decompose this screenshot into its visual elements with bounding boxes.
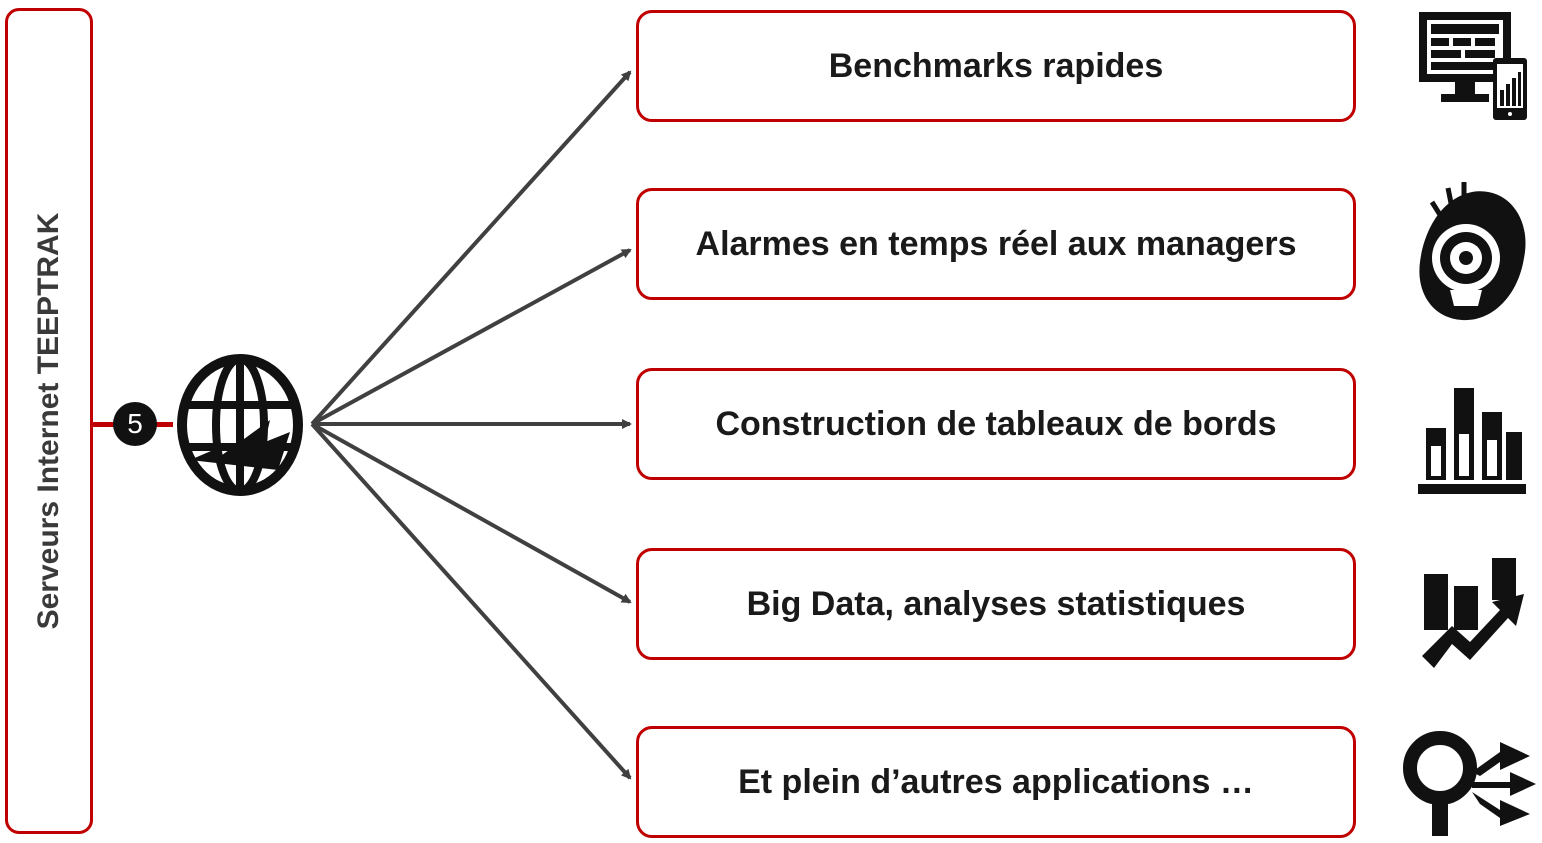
arrow-other: [310, 422, 632, 780]
arrow-bigdata: [311, 422, 632, 604]
server-label: Serveurs Internet TEEPTRAK: [32, 212, 65, 630]
app-box-other: Et plein d’autres applications …: [636, 726, 1356, 838]
globe-icon: [177, 354, 303, 496]
app-box-alarms: Alarmes en temps réel aux managers: [636, 188, 1356, 300]
step-badge: 5: [113, 402, 157, 446]
server-box: Serveurs Internet TEEPTRAK: [5, 8, 93, 834]
app-label-other: Et plein d’autres applications …: [738, 762, 1254, 801]
app-box-dashboards: Construction de tableaux de bords: [636, 368, 1356, 480]
search-share-icon: [1403, 731, 1536, 836]
app-label-bigdata: Big Data, analyses statistiques: [746, 584, 1246, 623]
trend-analytics-icon: [1422, 558, 1524, 668]
app-label-dashboards: Construction de tableaux de bords: [715, 404, 1277, 443]
arrow-benchmarks: [310, 70, 632, 426]
app-box-benchmarks: Benchmarks rapides: [636, 10, 1356, 122]
app-label-alarms: Alarmes en temps réel aux managers: [695, 224, 1297, 263]
alarm-beacon-icon: [1419, 182, 1526, 321]
arrow-alarms: [311, 248, 632, 426]
app-box-bigdata: Big Data, analyses statistiques: [636, 548, 1356, 660]
app-label-benchmarks: Benchmarks rapides: [828, 46, 1164, 85]
bar-chart-icon: [1418, 388, 1526, 494]
dashboard-devices-icon: [1419, 12, 1527, 120]
